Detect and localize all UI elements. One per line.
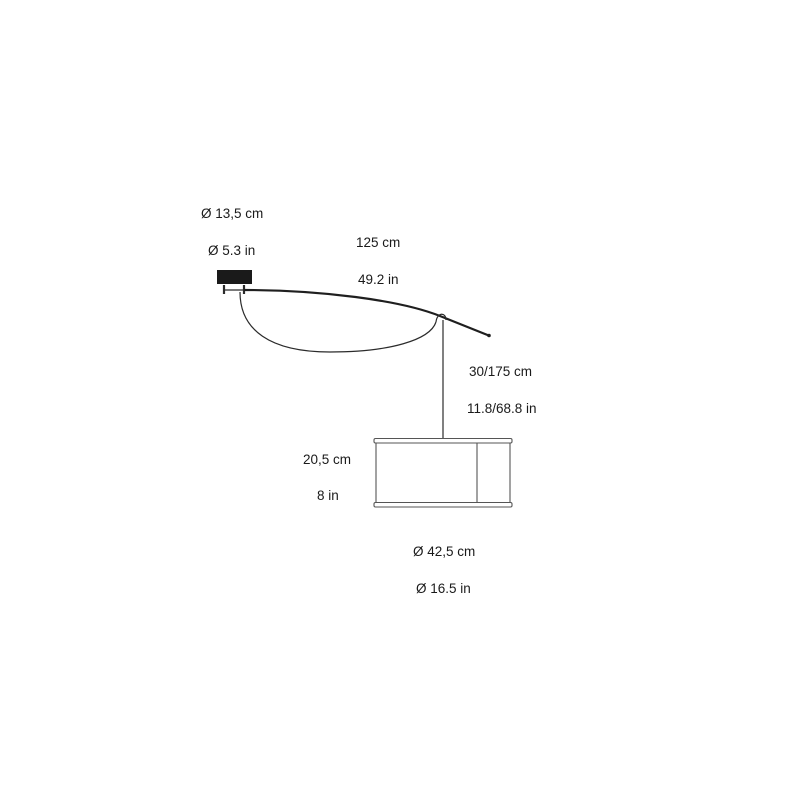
lampshade — [373, 437, 513, 508]
cable-drop-metric: 30/175 cm — [469, 364, 533, 379]
arc-arm — [243, 288, 491, 338]
canopy-diameter-imperial: Ø 5.3 in — [208, 243, 256, 258]
canopy-diameter-metric: Ø 13,5 cm — [201, 206, 264, 221]
hanging-hook — [435, 313, 447, 323]
arm-tip — [487, 333, 491, 338]
arm-length-imperial: 49.2 in — [358, 272, 399, 287]
ceiling-canopy — [217, 270, 252, 284]
cable-drop-imperial: 11.8/68.8 in — [467, 401, 537, 416]
shade-height-imperial: 8 in — [317, 488, 339, 503]
shade-diameter-imperial: Ø 16.5 in — [416, 581, 471, 596]
canopy-bracket — [222, 285, 246, 294]
power-cable-loop — [239, 291, 437, 353]
shade-height-metric: 20,5 cm — [303, 452, 352, 467]
arm-length-metric: 125 cm — [356, 235, 401, 250]
shade-diameter-metric: Ø 42,5 cm — [413, 544, 476, 559]
